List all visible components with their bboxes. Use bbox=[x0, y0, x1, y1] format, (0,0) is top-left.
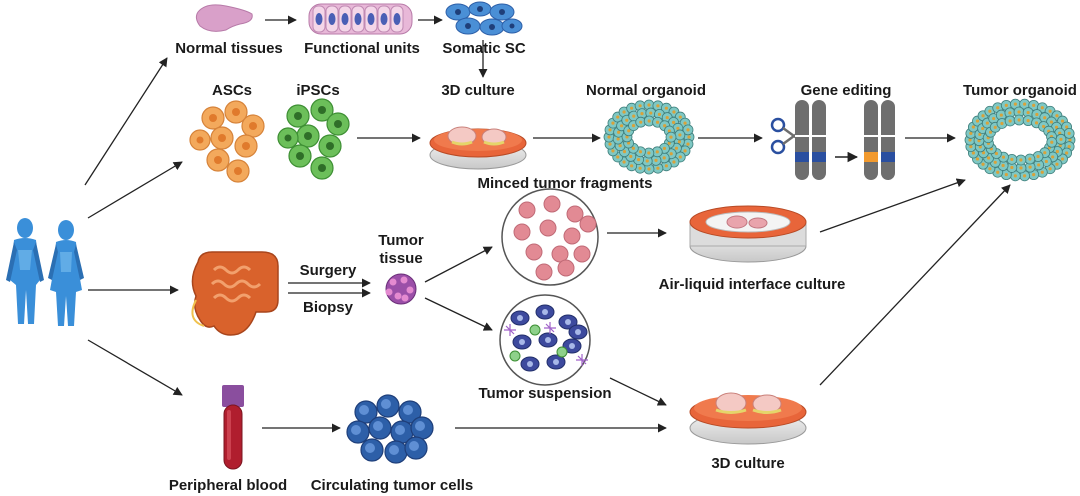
blood-tube-icon bbox=[222, 385, 244, 470]
normal-organoid-icon bbox=[603, 99, 695, 175]
culture-3d-bottom-label: 3D culture bbox=[711, 455, 784, 472]
minced-fragments-icon bbox=[501, 188, 599, 286]
intestine-icon bbox=[191, 251, 279, 336]
circulating-tumor-cells-icon bbox=[346, 394, 434, 464]
human-body-female-icon bbox=[48, 220, 84, 326]
functional-units-label: Functional units bbox=[304, 40, 420, 57]
tumor-tissue-label-line2: tissue bbox=[379, 250, 422, 267]
culture-dish-top-icon bbox=[429, 126, 527, 170]
somatic-stem-cells-icon bbox=[445, 1, 523, 36]
surgery-label: Surgery bbox=[300, 262, 357, 279]
human-body-male-icon bbox=[6, 218, 44, 324]
circulating-tumor-cells-label: Circulating tumor cells bbox=[311, 477, 474, 494]
normal-organoid-label: Normal organoid bbox=[586, 82, 706, 99]
flow-arrows bbox=[84, 15, 1011, 433]
gene-editing-label: Gene editing bbox=[801, 82, 892, 99]
tumor-tissue-icon bbox=[385, 273, 417, 305]
functional-units-icon bbox=[308, 3, 413, 35]
ascs-label: ASCs bbox=[212, 82, 252, 99]
tumor-organoid-label: Tumor organoid bbox=[963, 82, 1077, 99]
gene-editing-icon bbox=[770, 100, 895, 180]
tumor-organoid-icon bbox=[964, 98, 1076, 182]
ascs-cluster-icon bbox=[189, 100, 265, 183]
minced-tumor-fragments-label: Minced tumor fragments bbox=[477, 175, 652, 192]
culture-3d-top-label: 3D culture bbox=[441, 82, 514, 99]
chromosome-icon bbox=[795, 100, 826, 180]
peripheral-blood-label: Peripheral blood bbox=[169, 477, 287, 494]
tumor-suspension-label: Tumor suspension bbox=[478, 385, 611, 402]
ipscs-label: iPSCs bbox=[296, 82, 339, 99]
culture-dish-bottom-icon bbox=[689, 392, 807, 445]
edited-chromosome-icon bbox=[864, 100, 895, 180]
air-liquid-interface-culture-label: Air-liquid interface culture bbox=[659, 276, 846, 293]
somatic-sc-label: Somatic SC bbox=[442, 40, 526, 57]
tumor-suspension-icon bbox=[499, 294, 591, 386]
ipscs-cluster-icon bbox=[277, 98, 350, 180]
air-liquid-culture-dish-icon bbox=[689, 205, 807, 263]
normal-tissues-label: Normal tissues bbox=[175, 40, 283, 57]
normal-tissue-icon bbox=[195, 4, 253, 32]
biopsy-label: Biopsy bbox=[303, 299, 354, 316]
tumor-tissue-label-line1: Tumor bbox=[378, 232, 424, 249]
